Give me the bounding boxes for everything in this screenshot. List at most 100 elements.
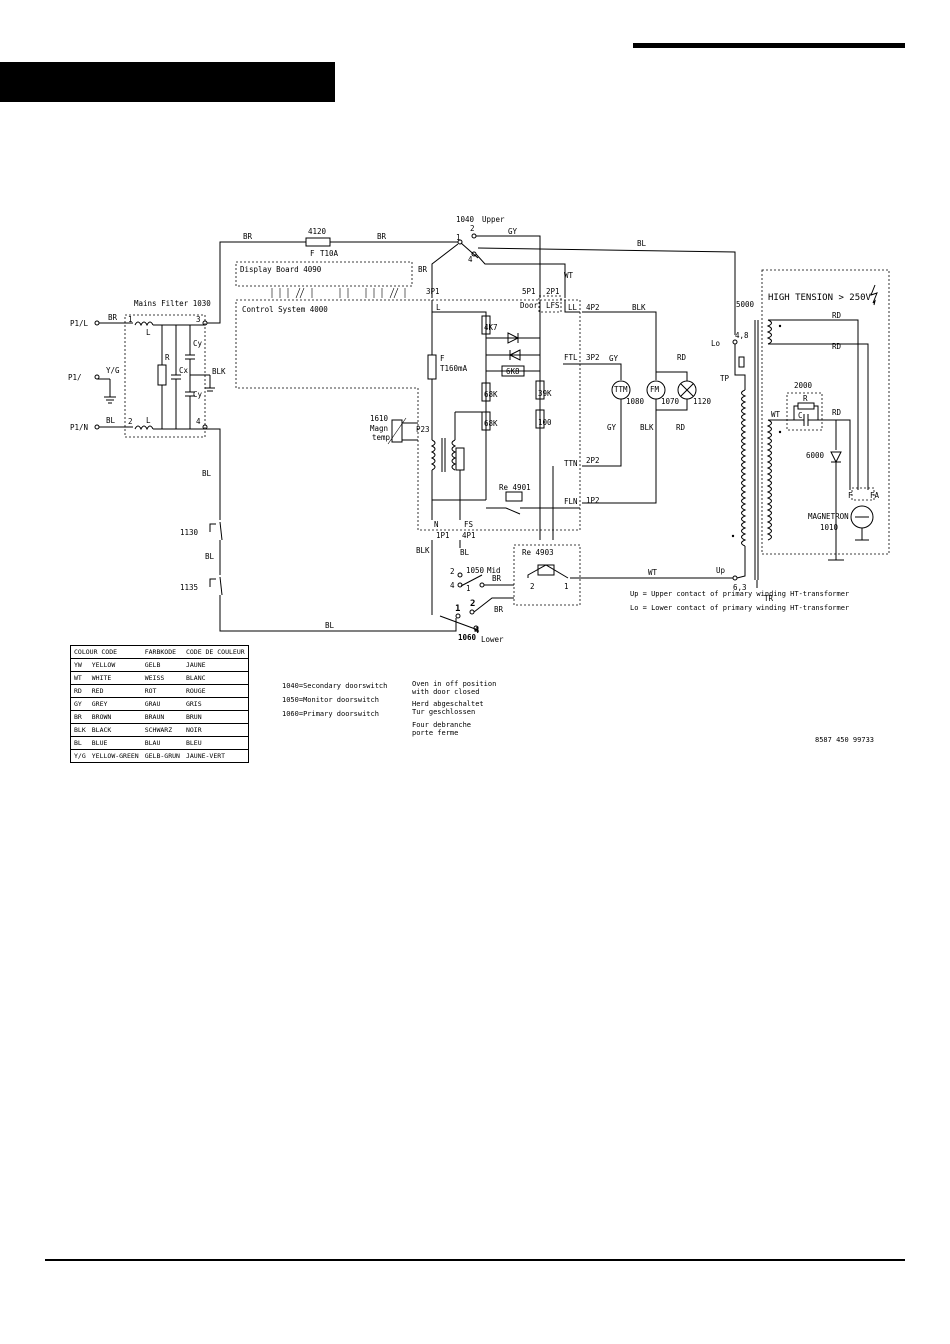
colour-abbr: BL xyxy=(70,736,89,750)
colour-fr: JAUNE-VERT xyxy=(182,749,249,763)
relay-4903-term1: 1 xyxy=(564,582,569,591)
ht-tr-label: TR xyxy=(764,594,774,603)
colour-code-header-3: CODE DE COULEUR xyxy=(182,645,249,659)
colour-code-header-2: FARBKODE xyxy=(141,645,183,659)
thermal-protector-tp xyxy=(738,356,745,368)
switch-1135-label: 1135 xyxy=(180,583,198,592)
filter-term-4: 4 xyxy=(196,417,201,426)
switch-upper-label: Upper xyxy=(482,215,505,224)
pin-3p1: 3P1 xyxy=(426,287,440,296)
wire-bl-1050-label: BL xyxy=(460,548,470,557)
fuse-4120-label: 4120 xyxy=(308,227,327,236)
display-board-label: Display Board 4090 xyxy=(240,265,322,274)
filter-l-top: L xyxy=(146,328,151,337)
colour-fr: BLEU xyxy=(182,736,249,750)
relay-4903-coil xyxy=(537,564,555,576)
relay-4903-label: Re 4903 xyxy=(522,548,554,557)
mains-filter-label: Mains Filter 1030 xyxy=(134,299,211,308)
note-switch-1050: 1050=Monitor doorswitch xyxy=(282,696,379,704)
resistor-6k8-label: 6K8 xyxy=(506,367,520,376)
filter-cy-top: Cy xyxy=(193,339,203,348)
mains-filter-box xyxy=(124,314,206,438)
sw1040-term2: 2 xyxy=(470,224,475,233)
colour-de: SCHWARZ xyxy=(141,723,183,737)
pin-2p2: 2P2 xyxy=(586,456,600,465)
pin-2p1: 2P1 xyxy=(546,287,560,296)
p23-transformer xyxy=(430,439,436,471)
resistor-100 xyxy=(535,409,545,429)
sensor-magn-label: Magn xyxy=(370,424,388,433)
title-bar xyxy=(0,62,335,102)
resistor-6k8 xyxy=(501,365,525,377)
lfs-label: LFS xyxy=(546,301,560,310)
colour-en: YELLOW xyxy=(88,658,142,672)
colour-code-header-1: COLOUR CODE xyxy=(70,645,142,659)
sw1060-term4: 4 xyxy=(474,626,480,636)
wire-wt-bottom-label: WT xyxy=(648,568,658,577)
colour-abbr: BLK xyxy=(70,723,89,737)
hv-capacitor-2000-label: 2000 xyxy=(794,381,813,390)
hv-diode-6000 xyxy=(830,451,842,464)
filter-r-label: R xyxy=(165,353,170,362)
note-switch-1060: 1060=Primary doorswitch xyxy=(282,710,379,718)
wire-wt-cap-label: WT xyxy=(771,410,781,419)
input-p1n: P1/N xyxy=(70,423,88,432)
sensor-1610-label: 1610 xyxy=(370,414,389,423)
colour-abbr: GY xyxy=(70,697,89,711)
door-label: Door xyxy=(520,301,539,310)
lamp-1120-label: 1120 xyxy=(693,397,712,406)
switch-1040-blade xyxy=(460,242,479,259)
terminal-p1n xyxy=(94,424,100,430)
ht-up-label: Up xyxy=(716,566,726,575)
colour-en: BLUE xyxy=(88,736,142,750)
magnetron-fa-label: FA xyxy=(870,491,880,500)
p23-label: P23 xyxy=(416,425,430,434)
colour-de: GELB xyxy=(141,658,183,672)
colour-de: ROT xyxy=(141,684,183,698)
magnetron-label: MAGNETRON xyxy=(808,512,849,521)
ht-lo-label: Lo xyxy=(711,339,721,348)
ht-63-label: 6,3 xyxy=(733,583,747,592)
switch-1130 xyxy=(209,523,216,532)
filter-term-1: 1 xyxy=(128,315,133,324)
control-system-box xyxy=(235,299,581,531)
pin-4p2: 4P2 xyxy=(586,303,600,312)
colour-abbr: WT xyxy=(70,671,89,685)
switch-mid-label: Mid xyxy=(487,566,501,575)
control-system-label: Control System 4000 xyxy=(242,305,328,314)
filter-term-2: 2 xyxy=(128,417,133,426)
footer-rule xyxy=(45,1259,905,1261)
relay-4903-term2: 2 xyxy=(530,582,535,591)
wire-br-mid-label: BR xyxy=(377,232,387,241)
colour-de: WEISS xyxy=(141,671,183,685)
bleeder-resistor xyxy=(797,402,815,410)
filter-resistor xyxy=(157,364,167,386)
sw1060-term1: 1 xyxy=(455,604,460,614)
colour-fr: BRUN xyxy=(182,710,249,724)
wire-yg-in: Y/G xyxy=(106,366,120,375)
switch-lower-label: Lower xyxy=(481,635,504,644)
wire-br-top-label: BR xyxy=(243,232,253,241)
note-state-en: Oven in off position with door closed xyxy=(412,680,497,696)
wire-bl-top-label: BL xyxy=(637,239,647,248)
switch-1060-blade xyxy=(439,615,479,631)
colour-abbr: Y/G xyxy=(70,749,89,763)
colour-code-header: COLOUR CODE FARBKODE CODE DE COULEUR xyxy=(70,645,249,659)
note-lo: Lo = Lower contact of primary winding HT… xyxy=(630,604,850,612)
colour-fr: BLANC xyxy=(182,671,249,685)
magnetron-1010-label: 1010 xyxy=(820,523,839,532)
wire-rd-diode-label: RD xyxy=(832,408,842,417)
ht-primary-winding xyxy=(741,389,747,547)
wire-bl-1130-label: BL xyxy=(205,552,215,561)
relay-4903-box xyxy=(513,544,581,606)
node-fs: FS xyxy=(464,520,474,529)
diode-control xyxy=(508,349,521,361)
colour-abbr: YW xyxy=(70,658,89,672)
fuse-t10a-label: T10A xyxy=(320,249,339,258)
